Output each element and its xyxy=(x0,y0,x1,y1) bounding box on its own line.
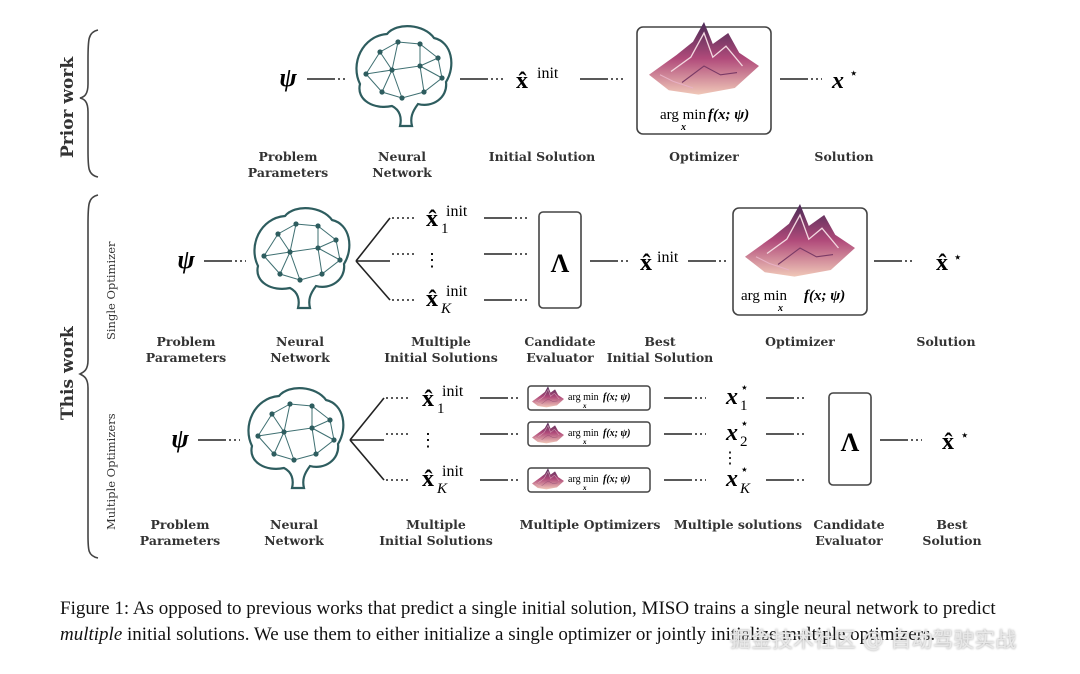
x-star-symbol: x xyxy=(831,68,844,94)
neural-network-icon xyxy=(253,207,351,310)
psi-symbol: ψ xyxy=(171,424,189,453)
svg-text:init: init xyxy=(657,249,679,266)
argmin-text: arg min xyxy=(660,107,706,123)
label-candidate-evaluator: Candidate Evaluator xyxy=(524,334,596,365)
svg-text:arg min: arg min xyxy=(568,392,599,403)
label-problem-parameters: Problem Parameters xyxy=(145,334,227,365)
label-neural-network: Neural Network xyxy=(264,517,324,548)
svg-text:x: x xyxy=(725,420,738,446)
label-neural-network: Neural Network xyxy=(270,334,330,365)
label-multiple-solutions: Multiple solutions xyxy=(673,517,803,532)
svg-text:1: 1 xyxy=(437,401,445,417)
svg-text:f(x; ψ): f(x; ψ) xyxy=(603,392,631,403)
section-braces xyxy=(78,29,99,559)
single-row: ψ x̂ init 1 ⋮ x̂ init K Λ x̂ init arg mi… xyxy=(177,203,962,317)
caption-suffix: initial solutions. We use them to either… xyxy=(122,624,936,645)
svg-text:arg min: arg min xyxy=(568,474,599,485)
label-multiple-initial-solutions: Multiple Initial Solutions xyxy=(384,334,498,365)
svg-text:x̂: x̂ xyxy=(936,250,948,276)
svg-text:init: init xyxy=(442,383,464,400)
mini-optimizer-k: arg min x f(x; ψ) xyxy=(527,467,651,493)
figure-diagram: ψ x̂ init arg min x f(x; ψ) x ⋆ ψ x̂ ini… xyxy=(78,21,969,559)
svg-text:K: K xyxy=(739,481,751,497)
svg-text:x̂: x̂ xyxy=(426,206,438,232)
svg-text:x: x xyxy=(777,303,783,314)
svg-text:⋮: ⋮ xyxy=(423,250,441,270)
mini-optimizer-2: arg min x f(x; ψ) xyxy=(527,421,651,447)
svg-text:1: 1 xyxy=(441,221,449,237)
svg-text:x̂: x̂ xyxy=(640,250,652,276)
svg-text:x̂: x̂ xyxy=(422,466,434,492)
svg-text:⋆: ⋆ xyxy=(740,417,749,432)
star-superscript: ⋆ xyxy=(849,66,858,82)
svg-text:⋆: ⋆ xyxy=(740,381,749,396)
mini-optimizer-1: arg min x f(x; ψ) xyxy=(527,385,651,411)
section-single-optimizer: Single Optimizer xyxy=(104,241,118,341)
watermark-text: 掘金技术社区 @ 自动驾驶实战 xyxy=(730,628,1017,652)
neural-network-icon xyxy=(355,25,453,128)
label-solution: Solution xyxy=(814,149,874,164)
svg-text:2: 2 xyxy=(740,434,748,450)
prior-row: ψ x̂ init arg min x f(x; ψ) x ⋆ xyxy=(279,21,858,135)
candidate-evaluator-box xyxy=(538,211,582,309)
svg-text:f(x; ψ): f(x; ψ) xyxy=(804,288,845,304)
svg-text:Λ: Λ xyxy=(841,428,860,457)
svg-text:init: init xyxy=(442,463,464,480)
label-problem-parameters: Problem Parameters xyxy=(247,149,329,180)
label-problem-parameters: Problem Parameters xyxy=(139,517,221,548)
svg-text:x: x xyxy=(725,384,738,410)
svg-text:K: K xyxy=(440,301,452,317)
label-best-initial-solution: Best Initial Solution xyxy=(606,334,714,365)
multiple-row: ψ x̂ init 1 ⋮ x̂ init K arg min x f(x; ψ… xyxy=(171,381,969,497)
svg-text:x: x xyxy=(582,402,587,410)
svg-text:x̂: x̂ xyxy=(422,386,434,412)
svg-text:x: x xyxy=(582,438,587,446)
x-init-symbol: x̂ xyxy=(516,68,528,94)
label-candidate-evaluator: Candidate Evaluator xyxy=(813,517,885,548)
label-initial-solution: Initial Solution xyxy=(488,149,596,164)
svg-text:x̂: x̂ xyxy=(942,429,954,455)
caption-emphasis: multiple xyxy=(60,624,123,645)
label-optimizer: Optimizer xyxy=(669,149,739,164)
label-optimizer: Optimizer xyxy=(765,334,835,349)
svg-text:x: x xyxy=(582,484,587,492)
lambda-symbol: Λ xyxy=(551,249,570,278)
argmin-sub: x xyxy=(680,122,686,133)
svg-text:K: K xyxy=(436,481,448,497)
svg-text:f(x; ψ): f(x; ψ) xyxy=(603,428,631,439)
section-prior-work: Prior work xyxy=(58,56,78,158)
svg-text:arg min: arg min xyxy=(568,428,599,439)
candidate-evaluator-box xyxy=(828,392,872,486)
svg-text:⋮: ⋮ xyxy=(722,450,738,467)
objective-text: f(x; ψ) xyxy=(708,107,749,123)
section-this-work: This work xyxy=(58,326,78,420)
svg-text:⋮: ⋮ xyxy=(419,430,437,450)
section-multiple-optimizers: Multiple Optimizers xyxy=(104,413,118,530)
caption-prefix: Figure 1: As opposed to previous works t… xyxy=(60,598,996,619)
svg-text:1: 1 xyxy=(740,398,748,414)
svg-text:f(x; ψ): f(x; ψ) xyxy=(603,474,631,485)
label-multiple-optimizers: Multiple Optimizers xyxy=(519,517,661,532)
label-multiple-initial-solutions: Multiple Initial Solutions xyxy=(379,517,493,548)
svg-text:x: x xyxy=(725,466,738,492)
svg-text:init: init xyxy=(446,283,468,300)
svg-text:init: init xyxy=(446,203,468,220)
psi-symbol: ψ xyxy=(279,63,297,92)
label-best-solution: Best Solution xyxy=(922,517,982,548)
svg-text:⋆: ⋆ xyxy=(960,428,969,444)
svg-text:x̂: x̂ xyxy=(426,286,438,312)
svg-text:⋆: ⋆ xyxy=(740,463,749,478)
label-solution: Solution xyxy=(916,334,976,349)
svg-text:arg min: arg min xyxy=(741,288,787,304)
figure-caption: Figure 1: As opposed to previous works t… xyxy=(60,596,1020,648)
neural-network-icon xyxy=(247,387,345,490)
psi-symbol: ψ xyxy=(177,245,195,274)
svg-text:⋆: ⋆ xyxy=(953,250,962,266)
init-superscript: init xyxy=(537,65,559,82)
label-neural-network: Neural Network xyxy=(372,149,432,180)
